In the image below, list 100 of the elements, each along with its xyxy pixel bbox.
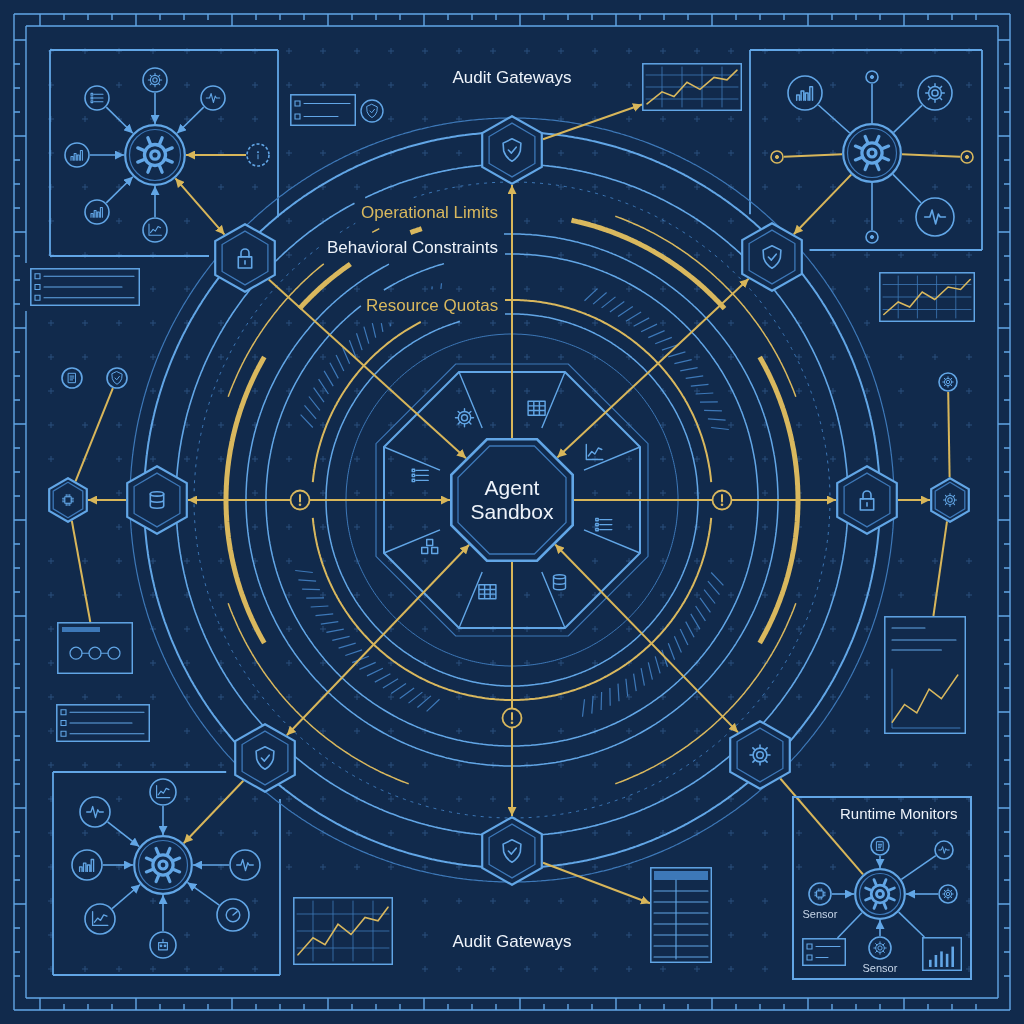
ring-label: Operational Limits: [361, 203, 498, 224]
hexagon-node: [234, 723, 296, 793]
line-chart: [642, 63, 742, 111]
connector-arrow: [105, 175, 134, 204]
hexagon-node: [481, 115, 543, 185]
line-chart: [293, 897, 393, 965]
panel-title: Runtime Monitors: [840, 805, 958, 823]
connector-arrow: [542, 103, 643, 141]
table-widget: [650, 867, 712, 963]
hexagon-node: [836, 465, 898, 535]
list-icon: [84, 85, 110, 111]
connector-line: [871, 83, 873, 124]
node-caption: Audit Gateways: [452, 932, 572, 953]
gauge-icon: [216, 898, 250, 932]
connector-line: [932, 520, 948, 617]
shield-icon: [106, 367, 128, 389]
hub-circle: [124, 124, 186, 186]
diagram-widget: [57, 622, 133, 674]
connector-arrow: [102, 860, 134, 870]
connector-arrow: [192, 860, 230, 870]
document-icon: [870, 836, 890, 856]
pulse-icon: [934, 840, 954, 860]
connector-line: [892, 104, 923, 134]
connector-line: [892, 173, 922, 204]
connector-line: [900, 854, 937, 881]
connector-arrow: [105, 106, 134, 135]
dot-icon: [960, 150, 974, 164]
sensor-label: Sensor: [862, 962, 898, 976]
dot-icon: [865, 230, 879, 244]
sensor-label: Sensor: [802, 908, 838, 922]
list-widget: [802, 938, 846, 966]
list-widget: [290, 94, 356, 126]
connector-arrow: [831, 889, 855, 899]
hexagon-node: [48, 477, 88, 523]
connector-line: [897, 911, 926, 938]
bar-chart: [922, 937, 962, 971]
connector-arrow: [573, 495, 837, 505]
line-chart-icon: [149, 778, 177, 806]
hexagon-node: [741, 222, 803, 292]
connector-arrow: [106, 821, 141, 848]
connector-arrow: [186, 881, 220, 906]
dot-icon: [865, 70, 879, 84]
hexagon-node: [729, 720, 791, 790]
connector-arrow: [542, 861, 651, 905]
bar-chart-icon: [84, 199, 110, 225]
connector-arrow: [150, 92, 160, 125]
connector-arrow: [174, 177, 226, 236]
connector-arrow: [554, 543, 739, 734]
hub-circle: [854, 868, 906, 920]
connector-line: [74, 387, 114, 483]
connector-line: [779, 777, 864, 876]
connector-arrow: [150, 185, 160, 218]
list-widget: [30, 268, 140, 306]
connector-line: [871, 182, 873, 231]
document-icon: [61, 367, 83, 389]
connector-arrow: [111, 883, 141, 910]
connector-arrow: [176, 106, 205, 135]
connector-arrow: [87, 495, 127, 505]
connector-arrow: [89, 150, 125, 160]
gear-icon: [938, 884, 958, 904]
list-widget: [56, 704, 150, 742]
bar-chart-icon: [64, 142, 90, 168]
connector-arrow: [185, 150, 247, 160]
hexagon-node: [930, 477, 970, 523]
connector-line: [783, 153, 843, 158]
connector-arrow: [267, 278, 467, 460]
connector-line: [901, 153, 961, 158]
sandbox-title: Agent Sandbox: [469, 475, 555, 525]
gear-icon: [938, 372, 958, 392]
bar-chart-icon: [787, 75, 823, 111]
connector-arrow: [875, 855, 885, 869]
chart-panel: [884, 616, 966, 734]
hub-circle: [842, 123, 902, 183]
dot-icon: [770, 150, 784, 164]
pulse-icon: [200, 85, 226, 111]
connector-arrow: [792, 173, 853, 236]
robot-icon: [149, 931, 177, 959]
connector-arrow: [905, 889, 939, 899]
hexagon-node: [481, 816, 543, 886]
connector-arrow: [897, 495, 931, 505]
connector-line: [836, 911, 863, 939]
gear-icon: [142, 67, 168, 93]
connector-line: [70, 519, 92, 623]
pulse-icon: [915, 197, 955, 237]
connector-arrow: [507, 184, 517, 439]
ring-label: Resource Quotas: [366, 296, 499, 317]
connector-arrow: [556, 277, 750, 459]
connector-line: [947, 391, 951, 479]
bar-chart-icon: [71, 849, 103, 881]
hub-circle: [133, 835, 193, 895]
line-chart: [879, 272, 975, 322]
pulse-icon: [229, 849, 261, 881]
connector-arrow: [187, 495, 451, 505]
connector-line: [817, 104, 851, 134]
monitor-panel: [792, 796, 972, 980]
connector-arrow: [182, 779, 245, 845]
info-icon: [246, 143, 270, 167]
gear-icon: [917, 75, 953, 111]
hexagon-node: [126, 465, 188, 535]
connector-arrow: [875, 919, 885, 937]
